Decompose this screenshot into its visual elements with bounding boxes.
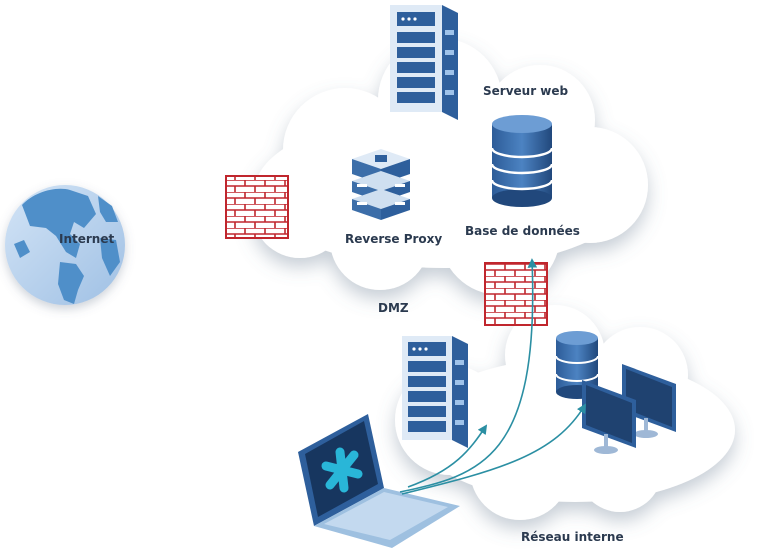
internal-database-icon bbox=[555, 331, 599, 399]
database-icon bbox=[490, 115, 554, 207]
serveur-web-label: Serveur web bbox=[483, 84, 569, 98]
arrow-to-internal-server bbox=[407, 424, 488, 488]
reverse-proxy-icon bbox=[352, 149, 410, 220]
laptop-icon bbox=[298, 414, 460, 548]
web-server-icon bbox=[390, 5, 458, 120]
reverse-proxy-label: Reverse Proxy bbox=[345, 232, 443, 246]
reseau-interne-label: Réseau interne bbox=[521, 530, 624, 544]
dmz-label: DMZ bbox=[378, 301, 409, 315]
arrow-to-database bbox=[399, 258, 538, 493]
firewall-icon bbox=[484, 262, 548, 326]
asterisk-logo-icon bbox=[321, 447, 363, 493]
base-de-donnees-label: Base de données bbox=[465, 224, 580, 238]
internet-label: Internet bbox=[59, 232, 115, 246]
arrow-to-internal-db bbox=[401, 403, 586, 495]
desktop-monitor-icon bbox=[582, 380, 636, 454]
connection-arrows bbox=[399, 258, 586, 495]
globe-icon bbox=[5, 185, 125, 305]
internal-server-icon bbox=[402, 336, 468, 448]
firewall-icon bbox=[225, 175, 289, 239]
